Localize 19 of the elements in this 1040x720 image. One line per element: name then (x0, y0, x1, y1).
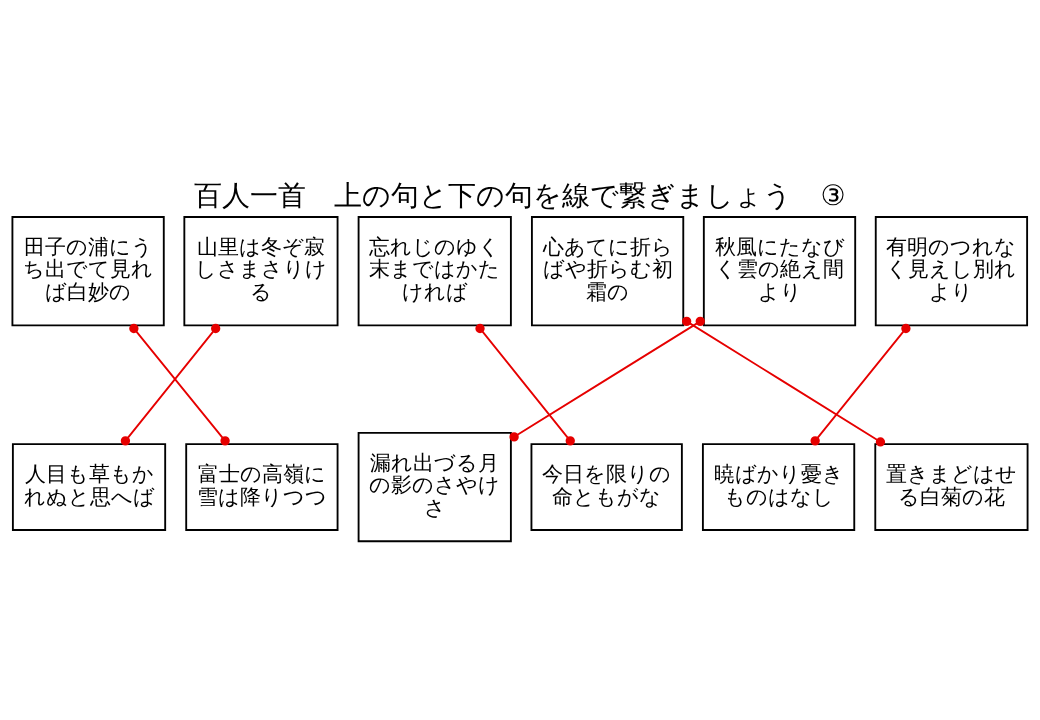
node-box: 忘れじのゆく末まではかたければ (357, 216, 512, 327)
node-box: 田子の浦にうち出でて見れば白妙の (11, 216, 165, 327)
node-box: 今日を限りの命ともがな (530, 443, 683, 531)
node-box: 人目も草もかれぬと思へば (11, 443, 167, 531)
connector (475, 323, 575, 446)
diagram-title: 百人一首 上の句と下の句を線で繋ぎましょう ③ (194, 178, 846, 212)
node-box: 心あてに折らばや折らむ初霜の (530, 216, 685, 327)
connector (681, 316, 886, 447)
connector (810, 323, 911, 446)
node-box: 秋風にたなびく雲の絶え間より (702, 216, 857, 327)
node-box: 暁ばかり憂きものはなし (701, 443, 856, 531)
node-box: 漏れ出づる月の影のさやけさ (357, 431, 512, 543)
node-box: 置きまどはせる白菊の花 (874, 443, 1029, 531)
node-box: 山里は冬ぞ寂しさまさりける (183, 216, 339, 327)
connector (509, 316, 705, 442)
connector (129, 323, 230, 446)
connector (120, 323, 221, 446)
node-box: 富士の高嶺に雪は降りつつ (185, 443, 339, 531)
node-box: 有明のつれなく見えし別れより (874, 216, 1029, 327)
